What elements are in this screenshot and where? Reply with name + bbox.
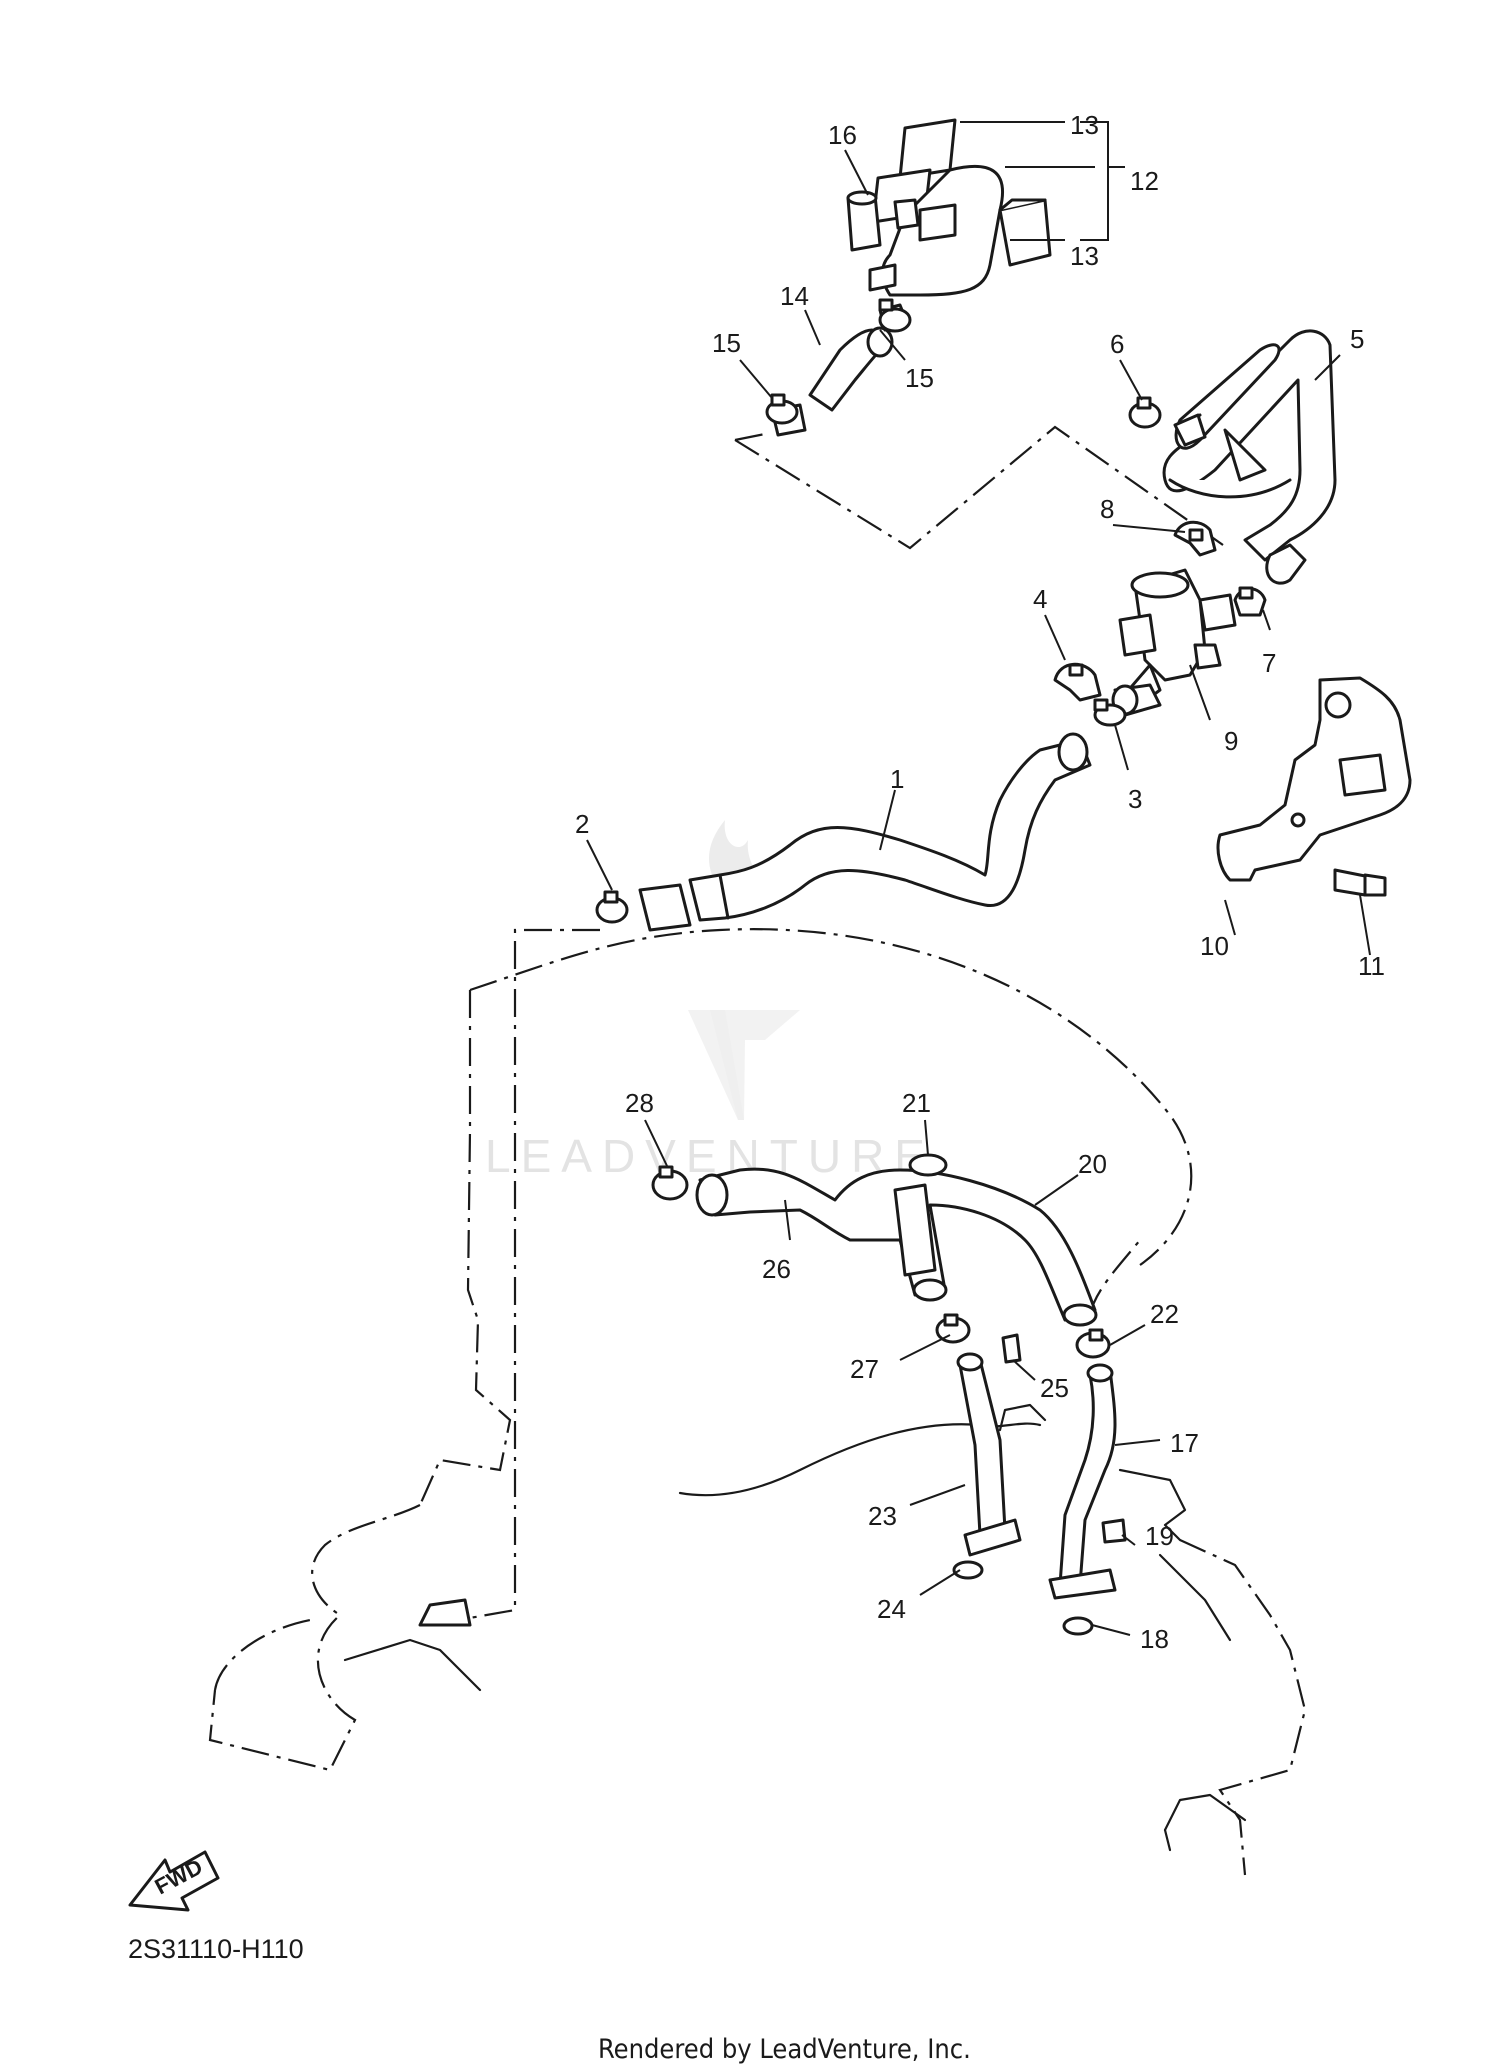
callout-26: 26 <box>762 1254 791 1284</box>
callout-1: 1 <box>890 764 904 794</box>
callout-5: 5 <box>1350 324 1364 354</box>
hose-20-26 <box>695 1167 1098 1327</box>
callout-8: 8 <box>1100 494 1114 524</box>
callout-10: 10 <box>1200 931 1229 961</box>
callout-20: 20 <box>1078 1149 1107 1179</box>
callout-4: 4 <box>1033 584 1047 614</box>
bolt-11 <box>1333 868 1387 897</box>
cap-21 <box>908 1153 948 1177</box>
watermark: LEADVENTURE <box>485 820 935 1182</box>
callout-15-left: 15 <box>712 328 741 358</box>
callout-21: 21 <box>902 1088 931 1118</box>
hose-1 <box>638 732 1092 932</box>
pipes-17-23 <box>418 1333 1127 1636</box>
reference-lines <box>208 425 1307 1876</box>
callout-11: 11 <box>1358 951 1385 981</box>
callout-3: 3 <box>1128 784 1142 814</box>
air-filter-case <box>846 118 1052 297</box>
callout-13-bottom: 13 <box>1070 241 1099 271</box>
callout-19: 19 <box>1145 1521 1174 1551</box>
callout-12: 12 <box>1130 166 1159 196</box>
diagram-code: 2S31110-H110 <box>128 1934 304 1964</box>
callout-15-right: 15 <box>905 363 934 393</box>
callout-7: 7 <box>1262 648 1276 678</box>
callout-17: 17 <box>1170 1428 1199 1458</box>
callout-13-top: 13 <box>1070 110 1099 140</box>
reed-valve-assembly-9 <box>1111 568 1237 717</box>
engine-outline <box>343 1403 1247 1852</box>
watermark-text: LEADVENTURE <box>485 1130 935 1182</box>
footer-credit: Rendered by LeadVenture, Inc. <box>598 2034 971 2065</box>
clamps <box>595 298 1267 1359</box>
fwd-arrow: FWD <box>128 1850 220 1912</box>
callout-6: 6 <box>1110 329 1124 359</box>
callout-22: 22 <box>1150 1299 1179 1329</box>
leader-lines <box>586 121 1371 1636</box>
callout-9: 9 <box>1224 726 1238 756</box>
callout-27: 27 <box>850 1354 879 1384</box>
callouts: 1 2 3 4 5 6 7 8 9 10 11 12 13 13 14 15 1… <box>575 110 1385 1654</box>
callout-16: 16 <box>828 120 857 150</box>
callout-24: 24 <box>877 1594 906 1624</box>
callout-2: 2 <box>575 809 589 839</box>
bracket-10 <box>1216 676 1412 882</box>
hose-5 <box>1162 329 1337 585</box>
callout-25: 25 <box>1040 1373 1069 1403</box>
callout-28: 28 <box>625 1088 654 1118</box>
callout-23: 23 <box>868 1501 897 1531</box>
callout-14: 14 <box>780 281 809 311</box>
callout-18: 18 <box>1140 1624 1169 1654</box>
